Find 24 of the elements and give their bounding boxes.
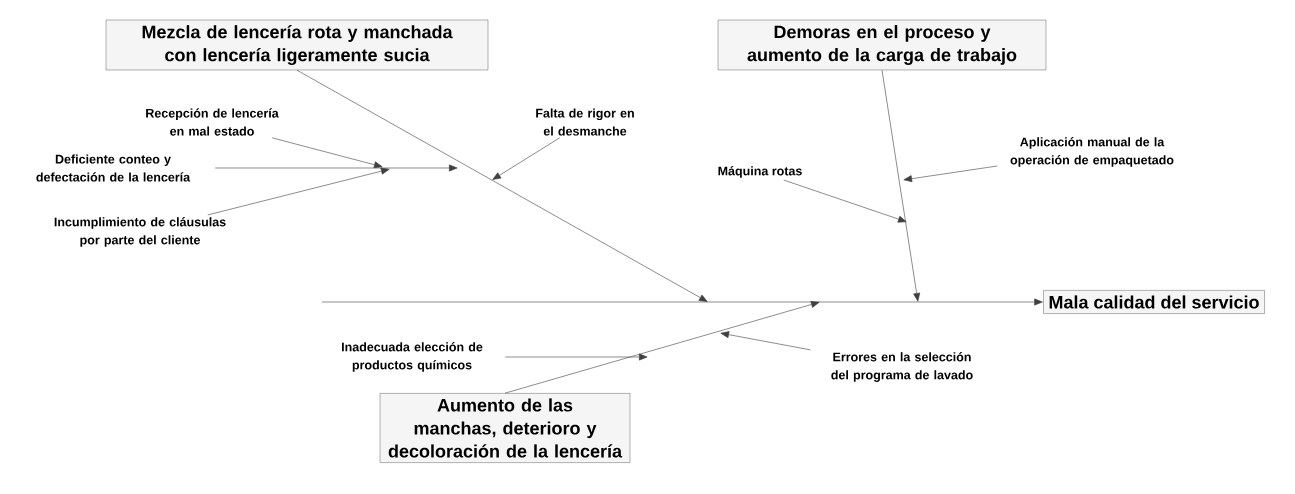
arrow — [504, 301, 820, 394]
arrow — [504, 353, 648, 361]
category-box: Mezcla de lencería rota y manchada con lencería ligeramente sucia — [105, 19, 489, 71]
cause-label: Deficiente conteo y defectación de la lencería — [36, 154, 191, 182]
category-box: Aumento de las manchas, deterioro y decoloración de la lencería — [379, 393, 631, 463]
arrow — [207, 167, 390, 216]
category-box: Demoras en el proceso y aumento de la carga de trabajo — [717, 19, 1047, 71]
cause-label: Recepción de lencería en mal estado — [146, 108, 279, 136]
cause-label: Falta de rigor en el desmanche — [536, 108, 634, 136]
cause-label: Inadecuada elección de productos químicos — [342, 342, 483, 372]
cause-label: Aplicación manual de la operación de empaquetado — [1010, 137, 1174, 167]
arrow — [903, 165, 998, 183]
arrow — [271, 137, 383, 169]
cause-label: Errores en la selección del programa de lavado — [831, 352, 973, 382]
cause-label: Incumplimiento de cláusulas por parte del cliente — [54, 217, 226, 247]
effect-box: Mala calidad del servicio — [1043, 290, 1265, 314]
arrow — [492, 137, 560, 180]
arrow — [720, 331, 811, 351]
arrow — [881, 69, 921, 302]
arrow — [296, 69, 708, 302]
arrow — [214, 164, 458, 172]
cause-label: Máquina rotas — [718, 166, 802, 178]
arrow — [321, 298, 1043, 306]
arrow — [783, 179, 907, 223]
